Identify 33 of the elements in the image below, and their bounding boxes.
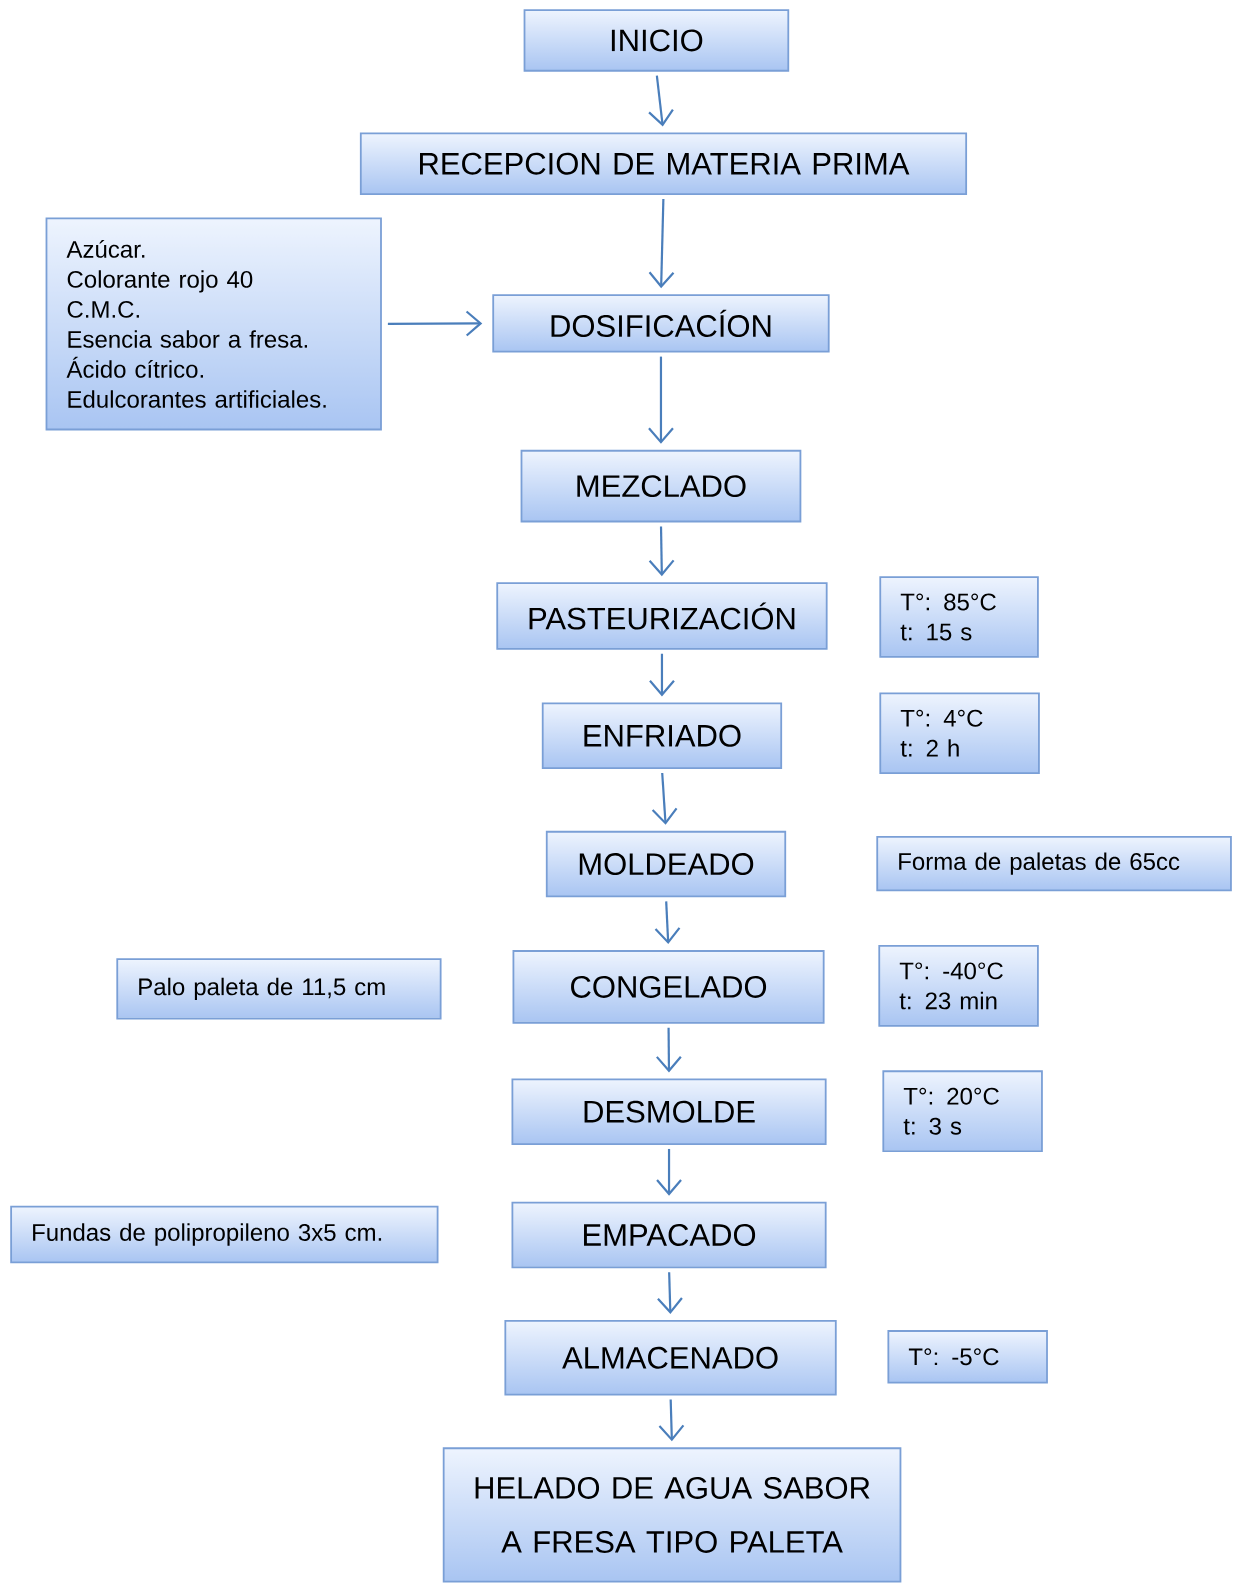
process-box: DESMOLDE bbox=[511, 1078, 827, 1145]
note-box: Fundas de polipropileno 3x5 cm. bbox=[10, 1205, 439, 1264]
process-box: HELADO DE AGUA SABOR A FRESA TIPO PALETA bbox=[442, 1447, 902, 1583]
arrow bbox=[648, 75, 674, 127]
arrow bbox=[651, 772, 678, 825]
arrow bbox=[656, 1148, 682, 1196]
note-box: T°: 85°C t: 15 s bbox=[879, 576, 1039, 658]
process-box: INICIO bbox=[523, 9, 790, 72]
process-box: CONGELADO bbox=[512, 950, 825, 1024]
arrow bbox=[654, 901, 681, 945]
note-box: Palo paleta de 11,5 cm bbox=[116, 958, 442, 1020]
arrow bbox=[648, 356, 674, 444]
note-box: Forma de paletas de 65cc bbox=[876, 835, 1232, 892]
arrow bbox=[648, 526, 675, 577]
process-box: DOSIFICACÍON bbox=[492, 294, 830, 353]
note-box: Azúcar. Colorante rojo 40 C.M.C. Esencia sabor a fresa. Ácido cítrico. Edulcorantes artificiales. bbox=[45, 217, 382, 431]
arrow bbox=[387, 310, 483, 337]
process-box: MOLDEADO bbox=[545, 830, 787, 898]
arrow bbox=[656, 1027, 682, 1073]
arrow bbox=[648, 198, 675, 289]
note-box: T°: 4°C t: 2 h bbox=[879, 692, 1040, 775]
arrow bbox=[658, 1399, 685, 1442]
process-box: ENFRIADO bbox=[541, 702, 783, 769]
arrow bbox=[649, 653, 675, 697]
note-box: T°: 20°C t: 3 s bbox=[882, 1070, 1043, 1152]
process-box: MEZCLADO bbox=[520, 449, 802, 523]
process-box: RECEPCION DE MATERIA PRIMA bbox=[359, 132, 968, 195]
process-box: ALMACENADO bbox=[504, 1320, 837, 1396]
arrow bbox=[657, 1272, 683, 1314]
note-box: T°: -40°C t: 23 min bbox=[878, 945, 1039, 1027]
process-box: PASTEURIZACIÓN bbox=[496, 582, 828, 650]
note-box: T°: -5°C bbox=[887, 1330, 1048, 1384]
process-box: EMPACADO bbox=[511, 1201, 827, 1269]
